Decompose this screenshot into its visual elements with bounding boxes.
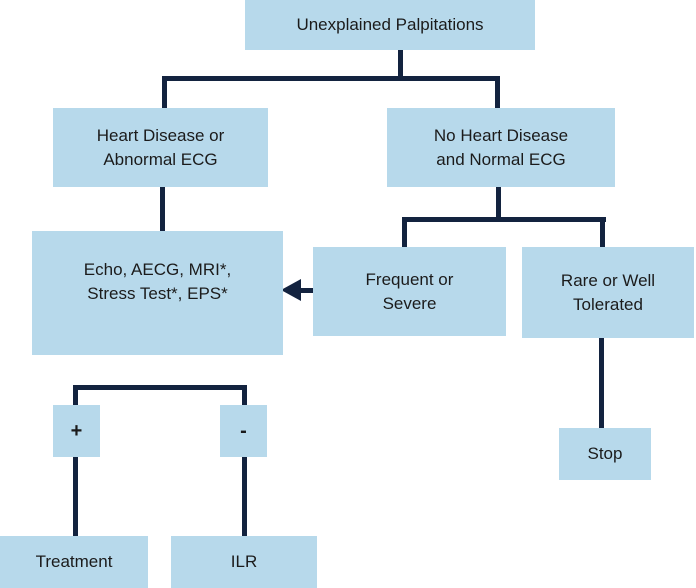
connector-split2-horizontal: [402, 217, 606, 222]
connector-plus-to-treatment: [73, 457, 78, 536]
node-label-line: +: [70, 420, 83, 442]
node-label-line: Stop: [587, 444, 623, 463]
node-label-line: ILR: [230, 552, 258, 571]
node-treatment: Treatment: [0, 536, 148, 588]
node-negative-result: -: [220, 405, 267, 457]
node-label-line: Treatment: [35, 552, 113, 571]
connector-result-plus-drop: [73, 385, 78, 406]
node-label-line: Severe: [382, 293, 437, 313]
node-label-line: Tolerated: [573, 294, 643, 314]
connector-rare-to-stop: [599, 338, 604, 428]
node-ilr: ILR: [171, 536, 317, 588]
node-heart-disease-or-abnormal-ecg: Heart Disease or Abnormal ECG: [53, 108, 268, 187]
connector-frequent-to-tests-stem: [299, 288, 313, 293]
node-unexplained-palpitations: Unexplained Palpitations: [245, 0, 535, 50]
node-label-line: and Normal ECG: [436, 149, 566, 169]
node-label-line: Rare or Well: [560, 270, 656, 290]
node-frequent-or-severe: Frequent or Severe: [313, 247, 506, 336]
node-label-line: Abnormal ECG: [103, 149, 218, 169]
node-positive-result: +: [53, 405, 100, 457]
connector-split1-right-drop: [495, 76, 500, 108]
connector-minus-to-ilr: [242, 457, 247, 536]
left-arrow-icon: [281, 279, 301, 301]
connector-split1-left-drop: [162, 76, 167, 108]
node-label-line: -: [240, 420, 247, 442]
connector-root-stem: [398, 50, 403, 77]
node-label-line: Heart Disease or: [96, 125, 225, 145]
node-rare-or-well-tolerated: Rare or Well Tolerated: [522, 247, 694, 338]
node-no-heart-disease-and-normal-ecg: No Heart Disease and Normal ECG: [387, 108, 615, 187]
connector-split2-right-drop: [600, 217, 605, 247]
connector-split2-left-drop: [402, 217, 407, 247]
node-label-line: Stress Test*, EPS*: [87, 284, 228, 303]
node-echo-aecg-mri-stress-test-eps: Echo, AECG, MRI*, Stress Test*, EPS*: [32, 231, 283, 355]
node-label-line: Echo, AECG, MRI*,: [83, 260, 232, 279]
connector-result-minus-drop: [242, 385, 247, 406]
connector-result-horizontal: [73, 385, 247, 390]
node-label-line: No Heart Disease: [433, 125, 569, 145]
connector-noheartdisease-stem: [496, 187, 501, 219]
connector-heartdisease-to-tests: [160, 187, 165, 231]
connector-split1-horizontal: [162, 76, 500, 81]
node-label-line: Unexplained Palpitations: [296, 15, 484, 34]
node-label-line: Frequent or: [365, 269, 454, 289]
node-stop: Stop: [559, 428, 651, 480]
